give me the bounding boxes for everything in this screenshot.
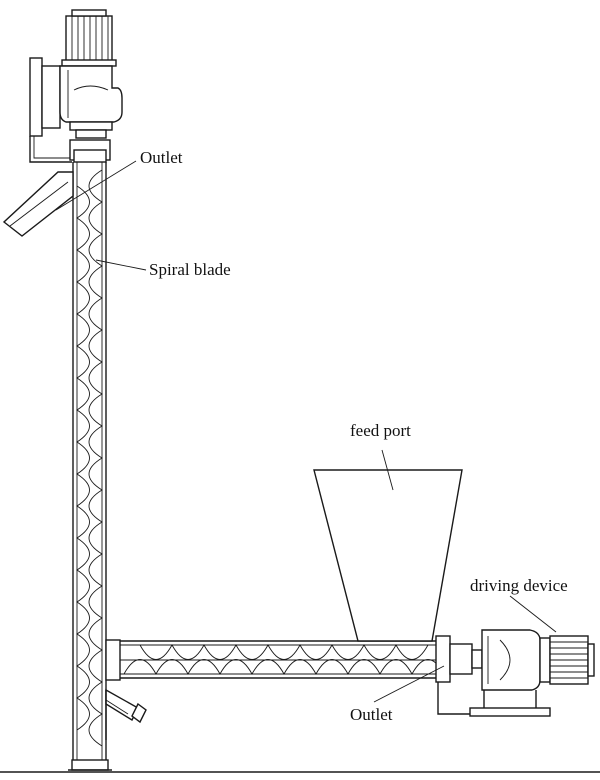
label-outlet-bottom: Outlet [350, 705, 393, 724]
top-mounting-plate [29, 57, 43, 137]
top-drive-assembly [29, 9, 123, 163]
label-feed-port: feed port [350, 421, 411, 440]
vertical-tube [68, 139, 112, 771]
right-gearbox [481, 629, 541, 691]
lower-side-outlet [105, 688, 147, 740]
leader-feed-port [381, 449, 394, 491]
label-outlet-top: Outlet [140, 148, 183, 167]
leader-spiral-blade [95, 259, 147, 271]
feed-port-hopper [313, 469, 463, 642]
top-gearbox [59, 65, 123, 123]
horizontal-tube [105, 635, 483, 683]
top-outlet-chute [2, 171, 74, 237]
top-motor-body [65, 15, 113, 63]
label-spiral-blade: Spiral blade [149, 260, 231, 279]
leader-outlet-bottom [373, 665, 445, 703]
label-driving-device: driving device [470, 576, 568, 595]
leader-outlet-top [55, 160, 137, 211]
right-drive-assembly [437, 629, 595, 717]
leader-driving-device [509, 595, 557, 633]
right-base-frame [469, 707, 551, 717]
horizontal-spiral-blade [123, 659, 445, 675]
vertical-spiral-blade [76, 169, 103, 747]
